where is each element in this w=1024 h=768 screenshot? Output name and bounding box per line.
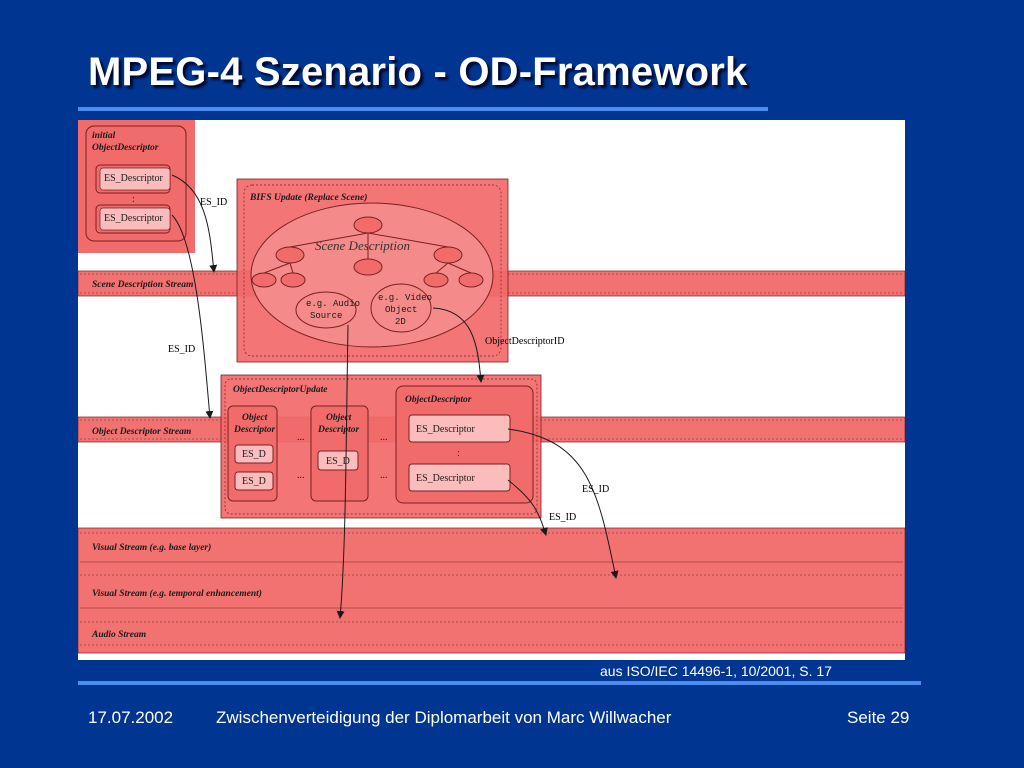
footer-page-number: Seite 29 xyxy=(847,708,910,727)
audio-source-line2: Source xyxy=(310,311,342,321)
footer-rule xyxy=(78,681,921,685)
od-update-label: ObjectDescriptorUpdate xyxy=(233,385,328,395)
audio-source-line1: e.g. Audio xyxy=(306,299,360,309)
od-a-es-2: ES_D xyxy=(242,476,266,487)
bifs-update-label: BIFS Update (Replace Scene) xyxy=(249,192,367,203)
od-main-es-1: ES_Descriptor xyxy=(416,424,476,435)
initial-od-line1: initial xyxy=(92,131,116,141)
initial-od-block: initial ObjectDescriptor ES_Descriptor :… xyxy=(78,120,195,253)
od-framework-diagram: initial ObjectDescriptor ES_Descriptor :… xyxy=(78,120,905,660)
connector-arrows xyxy=(171,174,619,619)
arrow-es-id-scene xyxy=(171,174,218,273)
od-b-line1: Object xyxy=(326,413,352,423)
scene-description-label: Scene Description xyxy=(315,238,410,253)
od-b-line2: Descriptor xyxy=(317,425,359,435)
visual-base-stream-label: Visual Stream (e.g. base layer) xyxy=(92,542,211,553)
od-main-dots: : xyxy=(457,448,460,459)
diagram-canvas: initial ObjectDescriptor ES_Descriptor :… xyxy=(78,120,905,654)
od-id-label: ObjectDescriptorID xyxy=(485,336,564,347)
video-object-line3: 2D xyxy=(395,317,406,327)
visual-temporal-stream-label: Visual Stream (e.g. temporal enhancement… xyxy=(92,588,262,599)
arrow-od-id xyxy=(432,307,485,383)
video-object-line2: Object xyxy=(385,305,417,315)
arrow-es-id-od xyxy=(171,214,214,419)
od-ellipsis-1: ... xyxy=(297,432,305,443)
bifs-update-block: BIFS Update (Replace Scene) Scene Descri… xyxy=(236,178,509,363)
audio-stream-label: Audio Stream xyxy=(91,630,146,640)
initial-od-line2: ObjectDescriptor xyxy=(92,143,159,153)
es-id-label-1: ES_ID xyxy=(200,197,227,208)
od-ellipsis-4: ... xyxy=(380,470,388,481)
od-ellipsis-2: ... xyxy=(297,470,305,481)
od-a-line2: Descriptor xyxy=(233,425,275,435)
es-id-label-2: ES_ID xyxy=(168,344,195,355)
arrow-es-id-base xyxy=(507,479,548,536)
es-id-label-4: ES_ID xyxy=(549,512,576,523)
video-object-line1: e.g. Video xyxy=(378,293,432,303)
es-id-label-3: ES_ID xyxy=(582,484,609,495)
title-underline xyxy=(78,107,768,111)
slide-title: MPEG-4 Szenario - OD-Framework xyxy=(88,50,748,94)
arrow-audio-to-stream xyxy=(336,324,349,619)
od-stream-label: Object Descriptor Stream xyxy=(92,427,191,437)
media-streams: Visual Stream (e.g. base layer) Visual S… xyxy=(78,527,905,654)
od-b-es: ES_D xyxy=(326,456,350,467)
initial-es-descriptor-2: ES_Descriptor xyxy=(104,213,164,224)
footer-date: 17.07.2002 xyxy=(88,708,174,727)
initial-es-descriptor-1: ES_Descriptor xyxy=(104,173,164,184)
od-a-es-1: ES_D xyxy=(242,449,266,460)
od-main-label: ObjectDescriptor xyxy=(405,395,472,405)
initial-od-dots: : xyxy=(132,194,135,205)
scene-stream-label: Scene Description Stream xyxy=(92,280,193,290)
arrow-es-id-temporal xyxy=(507,428,619,579)
od-a-line1: Object xyxy=(242,413,268,423)
od-update-block: ObjectDescriptorUpdate Object Descriptor… xyxy=(220,374,542,519)
od-ellipsis-3: ... xyxy=(380,432,388,443)
source-citation: aus ISO/IEC 14496-1, 10/2001, S. 17 xyxy=(600,663,832,679)
od-main-es-2: ES_Descriptor xyxy=(416,473,476,484)
footer-text: Zwischenverteidigung der Diplomarbeit vo… xyxy=(216,708,672,727)
